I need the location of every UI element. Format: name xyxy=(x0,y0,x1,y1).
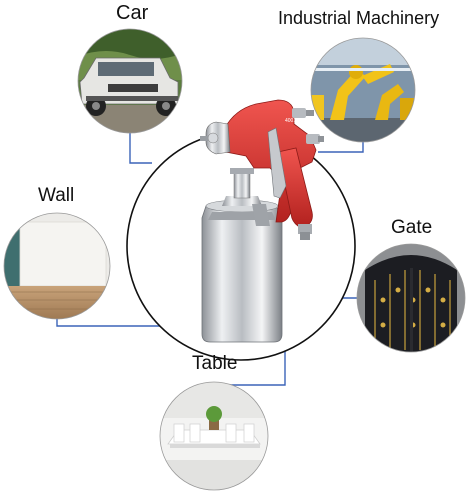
label-car: Car xyxy=(116,2,149,24)
connector-wall xyxy=(56,319,174,327)
car-thumbnail xyxy=(77,28,183,134)
label-gate: Gate xyxy=(391,217,433,238)
connector-industrial xyxy=(318,142,364,153)
label-table: Table xyxy=(192,353,238,374)
connector-car xyxy=(129,133,152,164)
table-thumbnail xyxy=(159,381,269,491)
wall-thumbnail xyxy=(3,212,111,320)
svg-text:4001: 4001 xyxy=(285,118,296,124)
gate-thumbnail xyxy=(356,243,466,353)
label-wall: Wall xyxy=(38,185,75,206)
label-industrial-machinery: Industrial Machinery xyxy=(278,8,440,28)
spray-gun-icon: 4001 xyxy=(200,99,324,343)
industrial-thumbnail xyxy=(310,37,416,143)
main-product-circle: 4001 xyxy=(126,99,356,361)
